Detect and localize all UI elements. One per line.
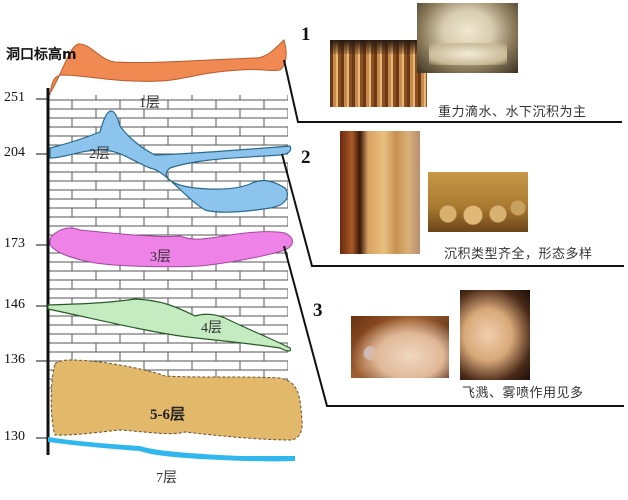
layer-2-label: 2层: [89, 147, 110, 162]
layer-1-label: 1层: [139, 96, 160, 111]
axis-tick-marks: [36, 98, 48, 439]
axis-tick-label: 204: [4, 145, 25, 160]
layer-4-label: 4层: [201, 321, 222, 336]
stalactite-curtain-photo: [330, 40, 427, 107]
panel-connector-lines: [281, 59, 624, 407]
panel-2-caption: 沉积类型齐全，形态多样: [444, 247, 593, 262]
panel-3-number: 3: [313, 300, 323, 321]
axis-title: 洞口标高m: [6, 47, 77, 63]
layer-3-label: 3层: [150, 250, 171, 265]
panel-1-number: 1: [301, 24, 311, 45]
cave-pearls-photo: [428, 172, 528, 232]
panel-1-caption: 重力滴水、水下沉积为主: [438, 105, 587, 120]
axis-tick-label: 251: [4, 90, 25, 105]
layer-7-shape: [48, 437, 295, 462]
layer-5-6-shape: [50, 359, 303, 441]
layer-4-shape: [47, 298, 292, 352]
frostwork-photo: [460, 290, 530, 380]
panel-3-caption: 飞溅、雾喷作用见多: [462, 386, 584, 401]
layer-1-shape: [49, 39, 287, 96]
axis-tick-label: 173: [4, 236, 25, 251]
axis-tick-label: 130: [4, 429, 25, 444]
axis-tick-label: 136: [4, 352, 25, 367]
layer-2-shape: [49, 110, 292, 213]
layer-7-label: 7层: [156, 471, 177, 486]
drapery-photo: [340, 131, 420, 254]
axis-tick-label: 146: [4, 297, 25, 312]
layer-3-shape: [49, 227, 293, 268]
coral-formation-photo: [351, 316, 449, 378]
flowstone-mound-photo: [417, 3, 518, 73]
layer-5-6-label: 5-6层: [150, 407, 185, 423]
panel-2-number: 2: [301, 147, 311, 168]
